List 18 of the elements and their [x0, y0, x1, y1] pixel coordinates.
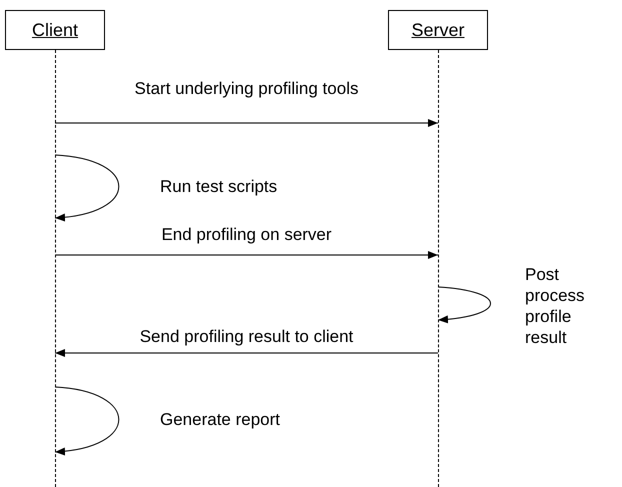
participant-box [5, 10, 105, 50]
participant-name: Client [32, 20, 78, 40]
message-arrow [54, 119, 438, 127]
message-label: Post process profile result [525, 264, 586, 348]
self-message-arrow [438, 286, 491, 324]
lifeline [54, 50, 56, 487]
message-label: End profiling on server [160, 224, 333, 245]
message-arrow [54, 251, 438, 259]
message-label: Run test scripts [160, 176, 278, 197]
message-arrow [54, 349, 438, 357]
lifeline [438, 50, 440, 487]
participant-box [388, 10, 488, 50]
message-label: Start underlying profiling tools [134, 78, 360, 99]
message-label: Generate report [160, 409, 282, 430]
participant-name: Server [411, 20, 464, 40]
message-label: Send profiling result to client [138, 326, 354, 347]
self-message-arrow [54, 154, 120, 221]
self-message-arrow [54, 386, 120, 455]
